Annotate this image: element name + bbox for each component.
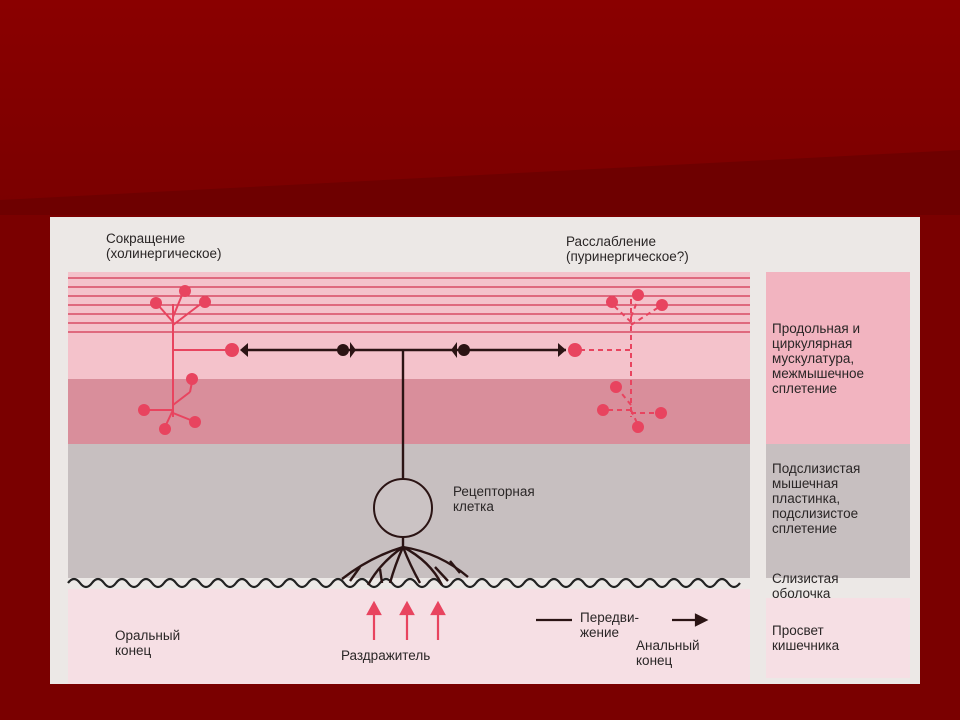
stimulus-label: Раздражитель bbox=[341, 648, 431, 663]
receptor-neuron bbox=[245, 348, 566, 586]
contraction-label: Сокращение (холинергическое) bbox=[106, 231, 222, 261]
receptor-cell-body bbox=[373, 478, 433, 538]
muscle-layer-outer bbox=[68, 272, 750, 379]
synapses bbox=[240, 342, 566, 358]
anal-end-label: Анальный конец bbox=[636, 638, 700, 668]
purinergic-endings bbox=[568, 289, 668, 433]
muscle-layer-inner bbox=[68, 379, 750, 444]
layer-label-mucosa: Слизистая оболочка bbox=[772, 571, 839, 601]
oral-end-label: Оральный конец bbox=[115, 628, 181, 658]
receptor-cell-label: Рецепторная клетка bbox=[453, 484, 535, 514]
enteric-reflex-diagram bbox=[67, 272, 910, 684]
mucosa-line bbox=[67, 577, 741, 589]
cholinergic-endings bbox=[138, 285, 239, 435]
layer-label-muscle: Продольная и циркулярная мускулатура, ме… bbox=[772, 321, 865, 396]
movement-arrow bbox=[536, 613, 709, 627]
stimulus-arrows bbox=[366, 600, 446, 640]
slide-decoration bbox=[0, 150, 960, 215]
layer-label-submucosa: Подслизистая мышечная пластинка, подслиз… bbox=[772, 461, 861, 536]
side-box-muscle bbox=[766, 272, 910, 444]
relaxation-label: Расслабление (пуринергическое?) bbox=[566, 234, 689, 264]
side-box-lumen bbox=[766, 598, 910, 678]
side-box-submucosa bbox=[766, 444, 910, 578]
movement-label: Передви- жение bbox=[580, 610, 640, 640]
layer-label-lumen: Просвет кишечника bbox=[772, 623, 840, 653]
diagram-panel: Сокращение (холинергическое) Расслаблени… bbox=[50, 217, 920, 684]
